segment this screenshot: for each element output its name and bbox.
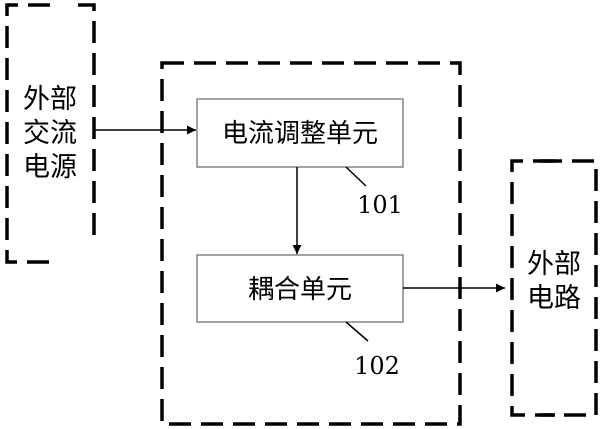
device-enclosure bbox=[160, 61, 462, 426]
current-adjust-unit-box bbox=[196, 98, 404, 168]
current-adjust-unit-block: 电流调整单元 bbox=[196, 98, 404, 168]
external-circuit-label-line2: 电路 bbox=[527, 283, 581, 314]
external-circuit-bracket-left bbox=[510, 159, 555, 417]
coupling-unit-label: 耦合单元 bbox=[248, 275, 352, 305]
ref-102-label: 102 bbox=[354, 352, 400, 380]
external-ac-source-label-line3: 电源 bbox=[23, 152, 77, 183]
ref-101-leader bbox=[345, 166, 367, 187]
external-ac-source-bracket-left bbox=[5, 3, 50, 264]
ref-102-leader bbox=[345, 321, 369, 342]
coupling-unit-block: 耦合单元 bbox=[196, 254, 404, 323]
external-ac-source-block: 外部 交流 电源 bbox=[5, 3, 96, 264]
external-ac-source-label-line2: 交流 bbox=[23, 118, 77, 149]
current-adjust-unit-label: 电流调整单元 bbox=[222, 119, 378, 149]
ref-101-label: 101 bbox=[357, 191, 403, 219]
external-circuit-bracket-right bbox=[540, 159, 598, 417]
external-circuit-block: 外部 电路 bbox=[510, 159, 598, 417]
external-ac-source-label-line1: 外部 bbox=[23, 84, 77, 115]
external-circuit-label-line1: 外部 bbox=[527, 249, 581, 280]
external-ac-source-bracket-right bbox=[32, 3, 96, 264]
